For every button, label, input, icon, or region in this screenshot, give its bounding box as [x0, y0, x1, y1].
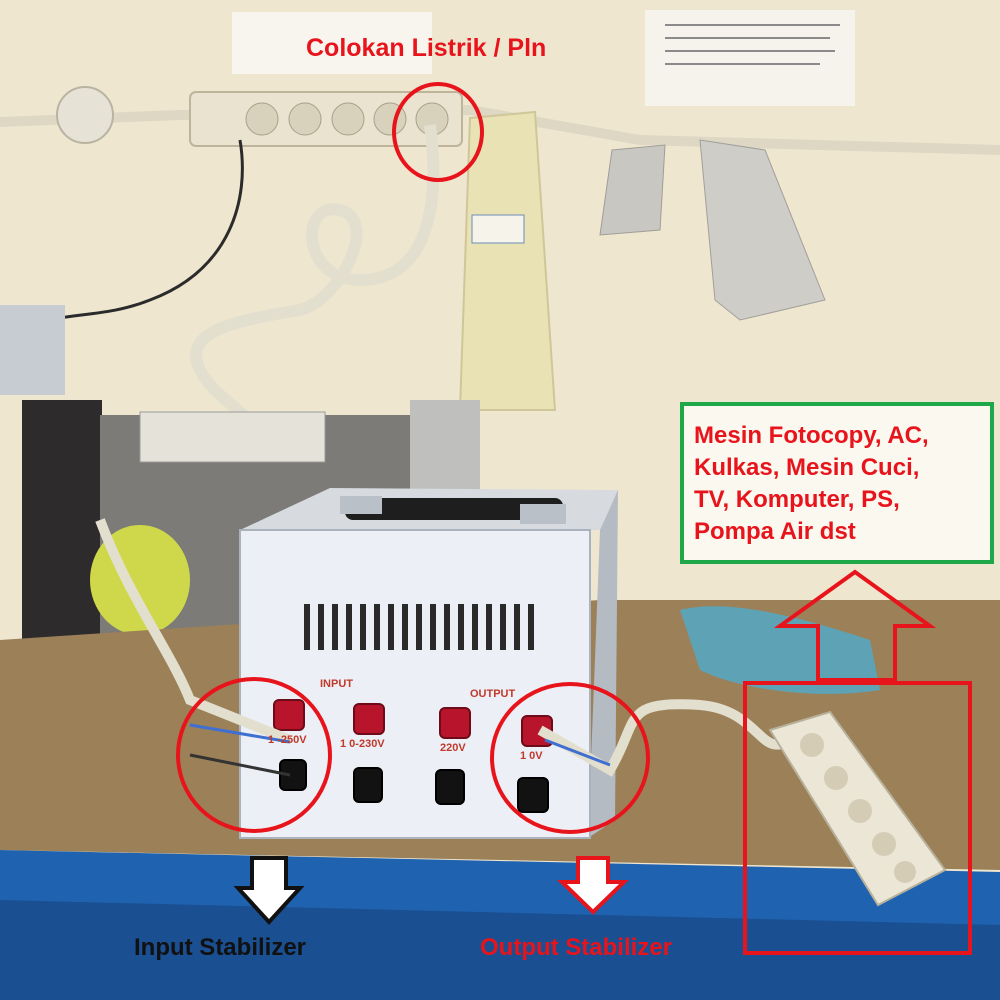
terminal-label-4: 1 0V [520, 750, 543, 762]
hanging-bag [458, 110, 557, 411]
junction-box [56, 86, 114, 144]
wall-socket-circle [392, 82, 484, 182]
left-device-black [22, 400, 102, 655]
stabilizer-vents [304, 604, 534, 650]
devices-list-box: Mesin Fotocopy, AC, Kulkas, Mesin Cuci, … [680, 402, 994, 564]
input-wires [95, 518, 292, 745]
input-stabilizer-label: Input Stabilizer [134, 934, 307, 961]
black-terminals [279, 759, 549, 813]
output-circle [490, 682, 650, 834]
wall-paper-left [232, 12, 432, 74]
stabilizer-handle [345, 498, 563, 520]
output-stabilizer-label: Output Stabilizer [480, 934, 672, 961]
wall-conduit [0, 104, 1000, 155]
blue-towel [680, 606, 880, 694]
devices-line-2: Kulkas, Mesin Cuci, [694, 454, 920, 481]
wall-socket-label: Colokan Listrik / Pln [306, 34, 547, 62]
extension-strip-box [743, 681, 972, 955]
terminal-board [139, 411, 326, 463]
terminal-label-2: 1 0-230V [340, 738, 385, 750]
plastic-bag-2 [699, 139, 826, 321]
input-circle [176, 677, 332, 833]
panel-output-text: OUTPUT [470, 688, 516, 700]
input-down-arrow-icon [233, 856, 305, 925]
plug-cable [190, 124, 440, 481]
red-terminals [273, 699, 553, 747]
up-arrow-icon [773, 569, 937, 682]
monitor-corner [0, 305, 65, 395]
stabilizer-side [588, 490, 618, 838]
devices-line-4: Pompa Air dst [694, 518, 856, 545]
output-wires [537, 699, 793, 777]
devices-line-1: Mesin Fotocopy, AC, [694, 422, 929, 449]
devices-line-3: TV, Komputer, PS, [694, 486, 900, 513]
output-down-arrow-icon [557, 856, 629, 915]
plastic-bag-1 [599, 144, 666, 236]
terminal-label-3: 220V [440, 742, 466, 754]
rack-metal-box [410, 400, 480, 490]
terminal-label-1: 1 -250V [268, 734, 307, 746]
panel-input-text: INPUT [320, 678, 353, 690]
